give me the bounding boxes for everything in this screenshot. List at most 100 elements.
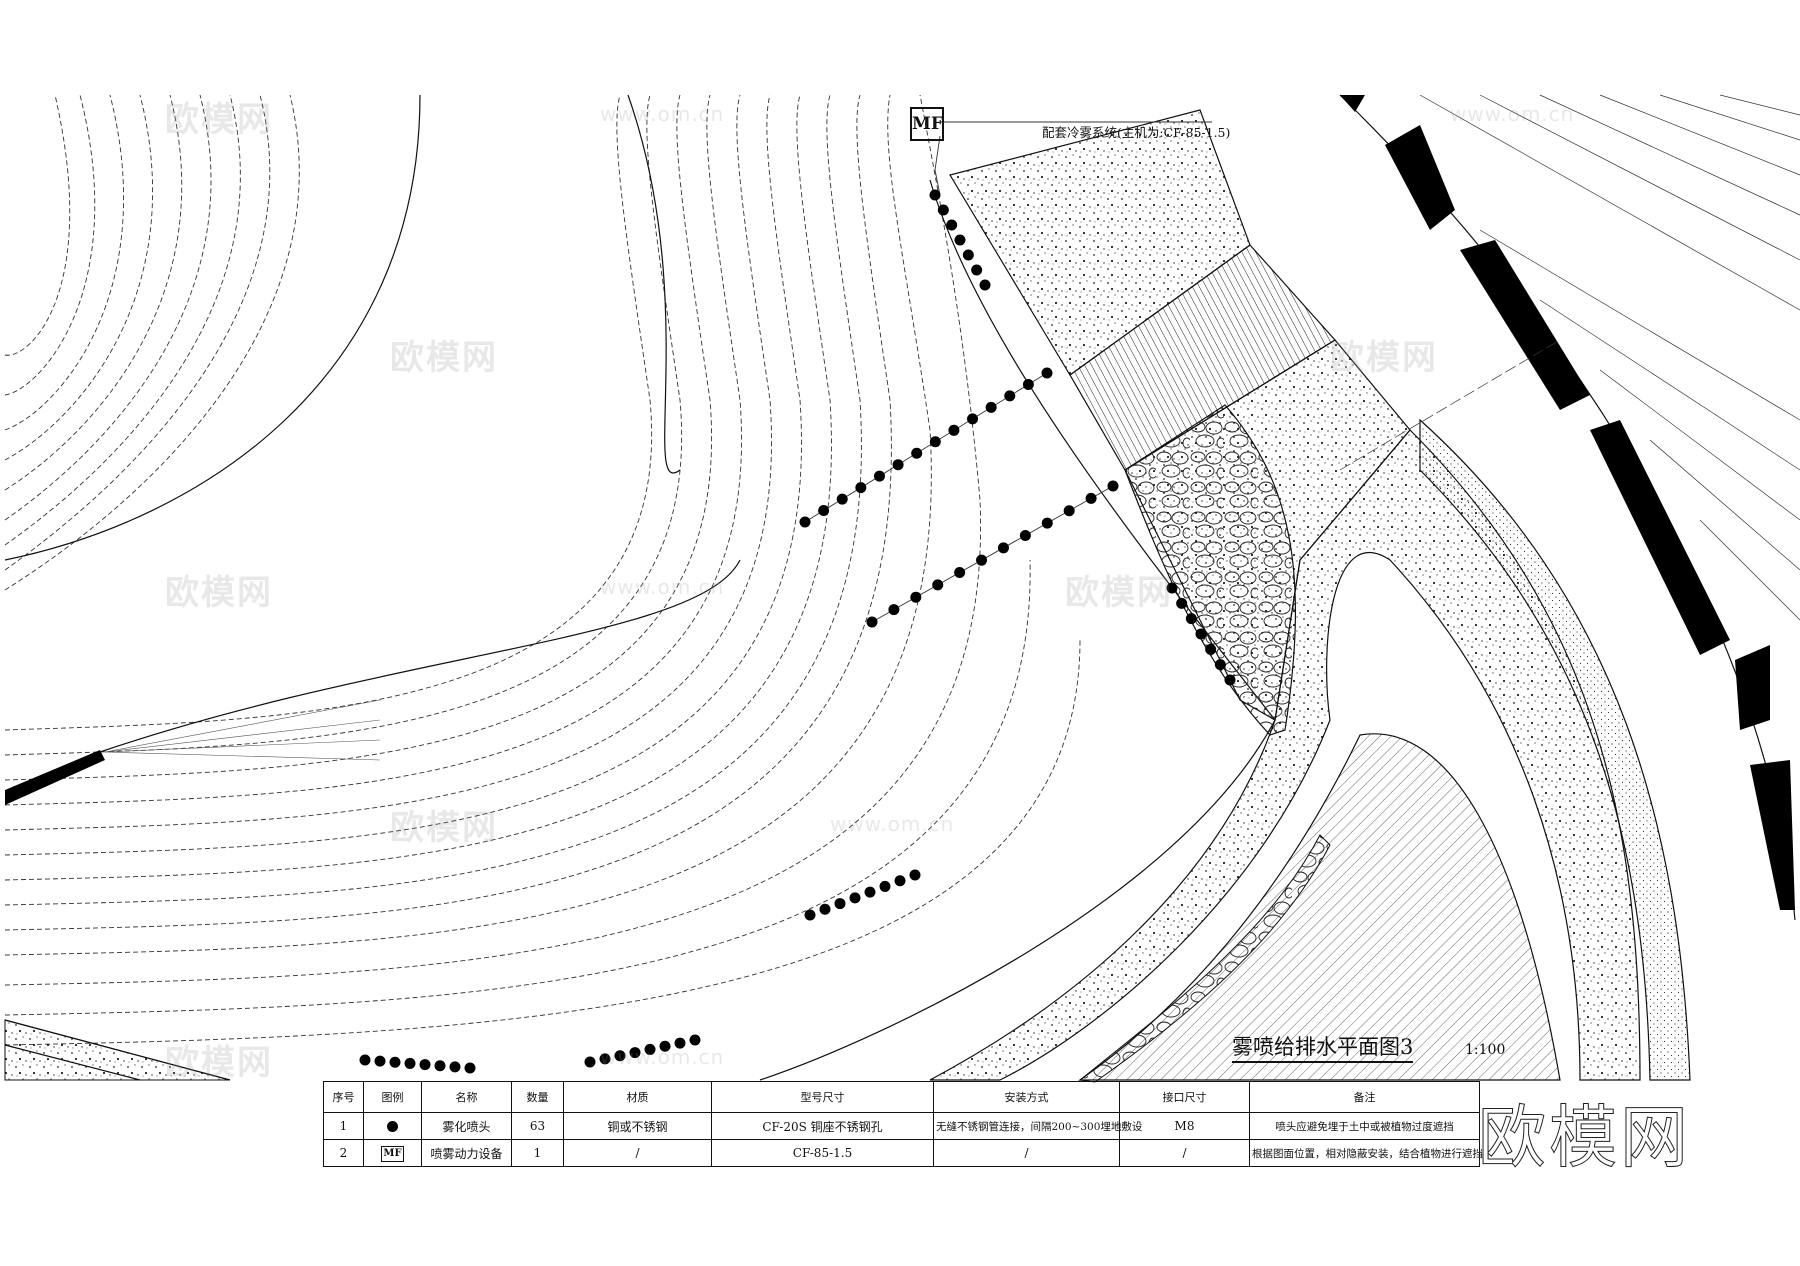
row-model: CF-85-1.5 [711, 1139, 934, 1167]
mist-nozzle-icon [932, 579, 944, 591]
row-install: 无缝不锈钢管连接，间隔200~300埋地敷设 [933, 1112, 1142, 1140]
brand-logo-text: 欧模网 [1477, 1099, 1692, 1179]
header-install: 安装方式 [933, 1081, 1120, 1113]
mist-nozzle-icon [894, 875, 906, 887]
mist-nozzle-icon [449, 1061, 461, 1073]
mist-nozzles [359, 189, 1236, 1074]
mist-nozzle-icon [419, 1059, 431, 1071]
mist-nozzle-icon [997, 542, 1009, 554]
mist-nozzle-icon [629, 1047, 641, 1059]
mist-nozzle-icon [836, 493, 848, 505]
contour-lines [4, 94, 1081, 1046]
mist-nozzle-icon [1022, 378, 1034, 390]
mist-nozzle-icon [1085, 492, 1097, 504]
mist-nozzle-icon [584, 1056, 596, 1068]
mist-equipment-note: 配套冷雾系统(主机为:CF-85-1.5) [1042, 125, 1231, 140]
mist-nozzle-icon [948, 424, 960, 436]
drawing-scale: 1:100 [1465, 1042, 1506, 1058]
mist-nozzle-icon [374, 1055, 386, 1067]
mist-nozzle-icon [1041, 517, 1053, 529]
row-qty: 63 [511, 1112, 564, 1140]
row-note: 喷头应避免埋于土中或被植物过度遮挡 [1249, 1112, 1480, 1140]
row-name: 雾化喷头 [421, 1112, 512, 1140]
mist-nozzle-icon [888, 604, 900, 616]
header-note: 备注 [1249, 1081, 1480, 1113]
mist-nozzle-icon [954, 567, 966, 579]
stipple-walk-outer [929, 429, 1641, 1081]
mist-nozzle-icon [799, 516, 811, 528]
mist-nozzle-icon [954, 234, 966, 246]
mist-nozzle-icon [866, 616, 878, 628]
header-port: 接口尺寸 [1119, 1081, 1250, 1113]
mist-nozzle-icon [1205, 643, 1217, 655]
header-no: 序号 [323, 1081, 364, 1113]
header-qty: 数量 [511, 1081, 564, 1113]
mist-nozzle-icon [1004, 390, 1016, 402]
drain-fan-lines [104, 699, 381, 761]
mf-equipment-icon: MF [363, 1139, 422, 1167]
row-install: / [933, 1139, 1120, 1167]
mist-nozzle-icon [614, 1050, 626, 1062]
legend-table: 序号 图例 名称 数量 材质 型号尺寸 安装方式 接口尺寸 备注 1 雾化喷头 … [323, 1081, 1483, 1167]
mist-nozzle-icon [971, 264, 983, 276]
building-edge [1339, 94, 1800, 921]
left-drain [5, 750, 105, 805]
header-name: 名称 [421, 1081, 512, 1113]
mist-nozzle-icon [819, 903, 831, 915]
stipple-lower-left [4, 1019, 231, 1081]
mist-nozzle-icon [1107, 480, 1119, 492]
mist-nozzle-icon [359, 1054, 371, 1066]
mist-nozzle-icon [879, 880, 891, 892]
row-qty: 1 [511, 1139, 564, 1167]
row-port: / [1119, 1139, 1250, 1167]
mist-equipment-tag: MF [910, 107, 944, 141]
mist-nozzle-icon [976, 554, 988, 566]
dotted-walk [1419, 418, 1691, 1081]
mist-nozzle-icon [929, 189, 941, 201]
mist-nozzle-icon [967, 413, 979, 425]
row-material: / [563, 1139, 712, 1167]
mist-nozzle-icon [674, 1037, 686, 1049]
mist-nozzle-icon [1195, 628, 1207, 640]
mist-nozzle-icon [1063, 505, 1075, 517]
mist-nozzle-icon [834, 898, 846, 910]
row-model: CF-20S 铜座不锈钢孔 [711, 1112, 934, 1140]
mist-nozzle-icon [910, 591, 922, 603]
mist-nozzle-icon [985, 401, 997, 413]
mist-nozzle-icon [937, 204, 949, 216]
table-row: 2 MF 喷雾动力设备 1 / CF-85-1.5 / / 根据图面位置，相对隐… [323, 1139, 1483, 1167]
header-symbol: 图例 [363, 1081, 422, 1113]
mist-nozzle-icon [864, 886, 876, 898]
mist-nozzle-icon [946, 219, 958, 231]
legend-header-row: 序号 图例 名称 数量 材质 型号尺寸 安装方式 接口尺寸 备注 [323, 1081, 1480, 1113]
row-no: 1 [323, 1112, 364, 1140]
mist-nozzle-icon [909, 869, 921, 881]
mist-nozzle-icon [818, 505, 830, 517]
row-material: 铜或不锈钢 [563, 1112, 712, 1140]
mist-nozzle-icon [1224, 674, 1236, 686]
mist-nozzle-icon [911, 447, 923, 459]
mist-nozzle-icon [363, 1112, 422, 1140]
row-name: 喷雾动力设备 [421, 1139, 512, 1167]
mf-symbol: MF [381, 1145, 404, 1162]
header-material: 材质 [563, 1081, 712, 1113]
mist-nozzle-icon [892, 459, 904, 471]
mist-nozzle-icon [659, 1040, 671, 1052]
mist-nozzle-icon [804, 909, 816, 921]
mist-nozzle-icon [689, 1034, 701, 1046]
mist-nozzle-icon [599, 1053, 611, 1065]
mist-nozzle-icon [1176, 597, 1188, 609]
mist-nozzle-icon [389, 1056, 401, 1068]
mist-nozzle-icon [1041, 367, 1053, 379]
pebble-strip [1078, 834, 1331, 1083]
mist-nozzle-icon [1019, 529, 1031, 541]
header-model: 型号尺寸 [711, 1081, 934, 1113]
mist-nozzle-icon [1185, 613, 1197, 625]
mist-nozzle-icon [434, 1060, 446, 1072]
mist-nozzle-icon [849, 892, 861, 904]
table-row: 1 雾化喷头 63 铜或不锈钢 CF-20S 铜座不锈钢孔 无缝不锈钢管连接，间… [323, 1112, 1480, 1140]
mist-nozzle-icon [1166, 582, 1178, 594]
mist-nozzle-icon [464, 1062, 476, 1074]
row-no: 2 [323, 1139, 364, 1167]
